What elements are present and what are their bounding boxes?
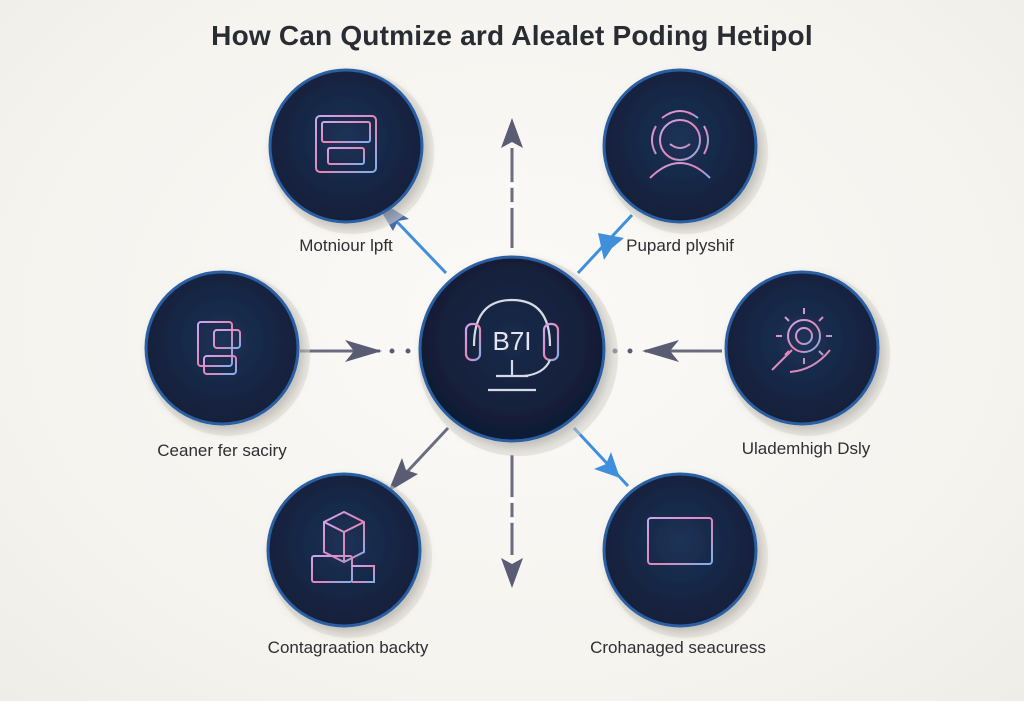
printer-device-icon — [315, 115, 377, 183]
monitor-screen-icon — [647, 517, 713, 581]
label-top-right: Pupard plyshif — [626, 236, 734, 255]
node-top-right — [602, 68, 768, 234]
node-top-left — [268, 68, 434, 234]
node-bottom-right — [602, 472, 768, 638]
hub-text: B7I — [492, 326, 531, 356]
arrow-top-right — [576, 213, 634, 275]
gear-magnifier-icon — [771, 308, 832, 373]
arrow-bottom — [501, 455, 523, 588]
label-mid-right: Ulademhigh Dsly — [741, 439, 871, 458]
person-support-icon — [649, 110, 711, 179]
package-box-icon — [311, 510, 375, 583]
hub-node — [418, 255, 618, 456]
node-bottom-left — [266, 472, 432, 638]
node-mid-left — [144, 270, 310, 436]
arrow-left — [300, 340, 411, 362]
node-mid-right — [724, 270, 890, 436]
arrow-top — [501, 118, 523, 248]
label-bottom-right: Crohanaged seacuress — [590, 638, 766, 657]
label-bottom-left: Contagraation backty — [267, 638, 429, 657]
arrow-bottom-right — [572, 426, 630, 488]
label-top-left: Motniour lpft — [299, 236, 393, 255]
arrow-bottom-left — [388, 426, 450, 492]
diagram-title: How Can Qutmize ard Alealet Poding Hetip… — [211, 20, 813, 51]
arrow-right — [612, 340, 722, 362]
label-mid-left: Ceaner fer saciry — [157, 441, 287, 460]
headset-computer-icon — [464, 298, 560, 392]
document-chat-icon — [197, 321, 241, 375]
